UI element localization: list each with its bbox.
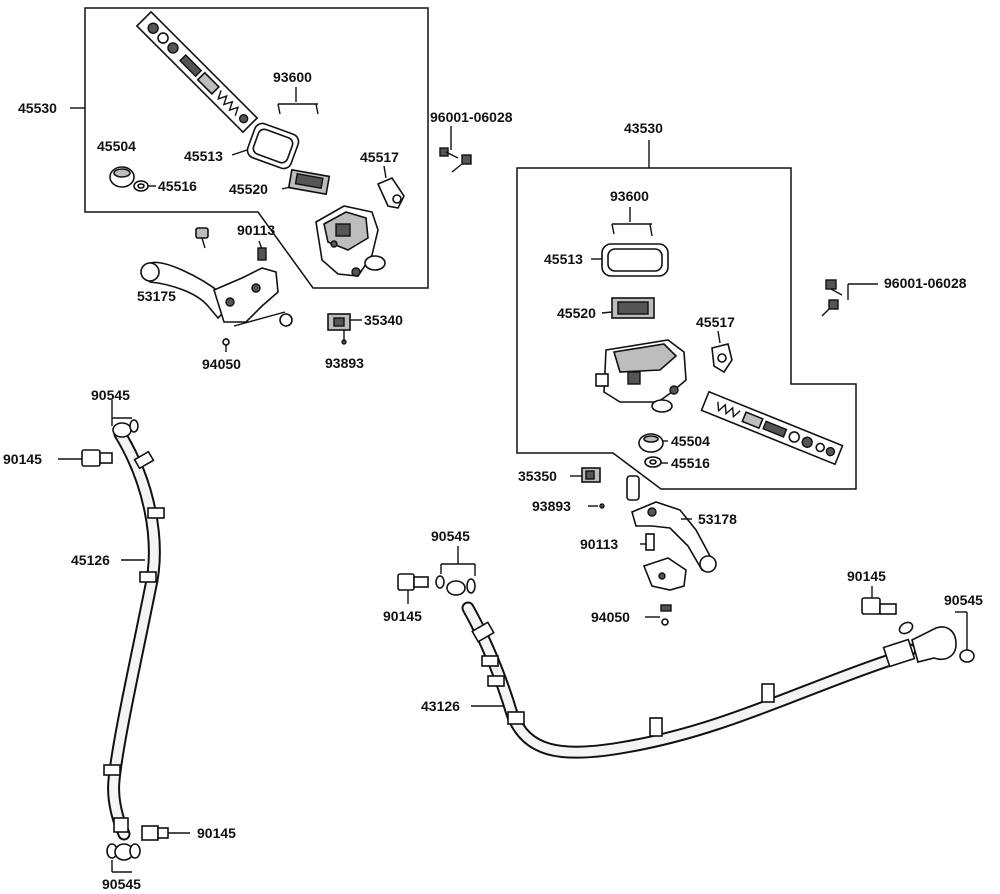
right-hose-bolt-b-90145 [861, 586, 897, 615]
left-screw-90113 [195, 227, 267, 261]
label-93600-right: 93600 [610, 188, 649, 204]
label-90113-right: 90113 [580, 536, 618, 552]
label-90113-left: 90113 [237, 222, 275, 238]
right-assembly-frame [516, 167, 857, 490]
left-hose-top-bolt-90145 [58, 449, 113, 467]
right-screw-90113 [640, 533, 655, 551]
label-45530: 45530 [18, 100, 57, 116]
right-hose-fitting-a [435, 546, 476, 596]
label-45513-left: 45513 [184, 148, 223, 164]
left-plate-45520 [281, 168, 331, 196]
label-90145-right-a: 90145 [383, 608, 422, 624]
right-bracket [642, 557, 687, 591]
label-93893-left: 93893 [325, 355, 364, 371]
left-lever-53175 [140, 261, 293, 327]
label-90545-right-a: 90545 [431, 528, 470, 544]
label-35340: 35340 [364, 312, 403, 328]
left-assembly-frame [84, 7, 429, 289]
label-53178: 53178 [698, 511, 737, 527]
right-cover-45513 [591, 243, 669, 277]
left-piston-kit [135, 10, 259, 134]
right-hose-43126 [461, 601, 917, 759]
label-45520-right: 45520 [557, 305, 596, 321]
left-pin-93600 [277, 87, 319, 115]
right-master-cylinder-body [595, 339, 687, 413]
label-43126: 43126 [421, 698, 460, 714]
left-nut-94050 [222, 338, 230, 352]
right-piston-kit [700, 390, 844, 466]
label-96001-06028-right: 96001-06028 [884, 275, 967, 291]
label-53175: 53175 [137, 288, 176, 304]
label-43530: 43530 [624, 120, 663, 136]
right-master-cylinder-assembly [516, 140, 857, 490]
label-45513-right: 45513 [544, 251, 583, 267]
label-45516-right: 45516 [671, 455, 710, 471]
right-hose-fitting-b [898, 611, 975, 663]
left-hose-top-fitting [111, 400, 139, 438]
label-45126: 45126 [71, 552, 110, 568]
left-master-cylinder-assembly [70, 7, 429, 289]
left-cover-45513 [231, 122, 300, 170]
right-lever-53178 [631, 501, 717, 573]
right-washer-45516 [644, 456, 668, 468]
right-switch-35350 [570, 467, 601, 483]
right-plate-45520 [601, 297, 655, 319]
label-96001-06028-left: 96001-06028 [430, 109, 513, 125]
left-master-cylinder-body [315, 205, 386, 277]
left-switch-35340 [327, 313, 362, 345]
label-90145-right-b: 90145 [847, 568, 886, 584]
label-35350: 35350 [518, 468, 557, 484]
label-45517-left: 45517 [360, 149, 399, 165]
label-93893-right: 93893 [532, 498, 571, 514]
right-pin-93600 [611, 207, 653, 237]
right-clamp-45517 [711, 330, 733, 374]
label-94050-left: 94050 [202, 356, 241, 372]
right-small-screw-93893 [588, 503, 605, 509]
left-bolts-96001-06028 [439, 126, 472, 173]
label-94050-right: 94050 [591, 609, 630, 625]
left-diaphragm-45504 [109, 166, 135, 188]
right-bolts-96001-06028 [821, 279, 878, 317]
label-45520-left: 45520 [229, 181, 268, 197]
label-45516-left: 45516 [158, 178, 197, 194]
label-45517-right: 45517 [696, 314, 735, 330]
left-hose-45126 [103, 427, 165, 841]
label-90545-right-b: 90545 [944, 592, 983, 608]
left-washer-45516 [133, 180, 156, 192]
left-clamp-45517 [376, 165, 405, 209]
label-90145-left-bottom: 90145 [197, 825, 236, 841]
label-90145-left-top: 90145 [3, 451, 42, 467]
right-nut-94050 [645, 604, 672, 626]
right-diaphragm-45504 [638, 433, 668, 453]
left-hose-bottom-gasket-90545 [106, 843, 141, 873]
left-hose-bottom-bolt-90145 [141, 825, 190, 841]
label-45504-left: 45504 [97, 138, 136, 154]
label-90545-left-bottom: 90545 [102, 876, 141, 892]
label-45504-right: 45504 [671, 433, 710, 449]
right-pivot-screw [626, 475, 640, 501]
label-90545-left-top: 90545 [91, 387, 130, 403]
right-hose-bolt-a-90145 [397, 573, 429, 604]
label-93600-left: 93600 [273, 69, 312, 85]
